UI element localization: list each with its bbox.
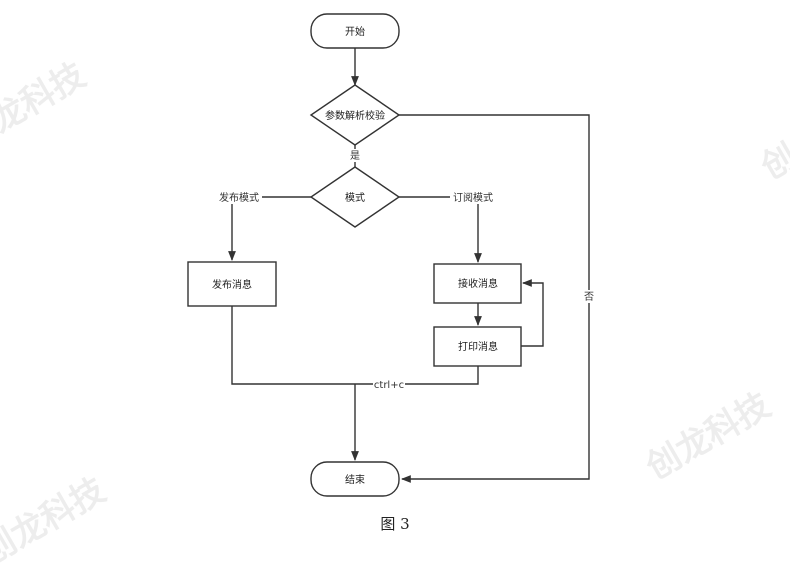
watermark: 创龙科技 bbox=[639, 385, 778, 488]
edge-publish-to-merge bbox=[231, 306, 355, 385]
node-publish-msg-label: 发布消息 bbox=[212, 278, 252, 291]
node-receive-msg bbox=[433, 263, 522, 304]
node-end-label: 结束 bbox=[345, 473, 365, 486]
edge-print-loop-back bbox=[521, 279, 544, 347]
edge-label-subscribe-mode: 订阅模式 bbox=[453, 191, 493, 204]
edges bbox=[228, 48, 590, 483]
node-mode-label: 模式 bbox=[345, 191, 365, 204]
watermark: 创龙科技 bbox=[754, 85, 790, 188]
edge-label-publish-mode: 发布模式 bbox=[219, 191, 259, 204]
node-start bbox=[310, 13, 400, 49]
watermarks: 创龙科技 创龙科技 创龙科技 创龙科技 bbox=[0, 55, 790, 572]
node-print-msg-label: 打印消息 bbox=[458, 340, 498, 353]
node-publish-msg bbox=[187, 261, 277, 307]
edge-label-yes: 是 bbox=[350, 150, 360, 162]
node-end bbox=[310, 461, 400, 497]
node-print-msg bbox=[433, 326, 522, 367]
edge-mode-to-publish bbox=[228, 196, 311, 261]
node-param-check-label: 参数解析校验 bbox=[325, 109, 385, 122]
edge-label-ctrl-c: ctrl+c bbox=[374, 380, 404, 391]
edge-mode-to-receive bbox=[399, 196, 482, 263]
node-start-label: 开始 bbox=[345, 25, 365, 38]
edge-label-no: 否 bbox=[584, 291, 594, 303]
node-labels: 开始 参数解析校验 模式 发布消息 接收消息 打印消息 结束 bbox=[212, 25, 498, 486]
edge-labels: 是 发布模式 订阅模式 否 ctrl+c bbox=[216, 149, 597, 391]
node-param-check bbox=[309, 84, 401, 146]
watermark: 创龙科技 bbox=[0, 55, 92, 158]
node-mode bbox=[309, 166, 401, 228]
figure-caption: 图 3 bbox=[380, 515, 410, 533]
node-receive-msg-label: 接收消息 bbox=[458, 277, 498, 290]
nodes bbox=[187, 13, 522, 497]
